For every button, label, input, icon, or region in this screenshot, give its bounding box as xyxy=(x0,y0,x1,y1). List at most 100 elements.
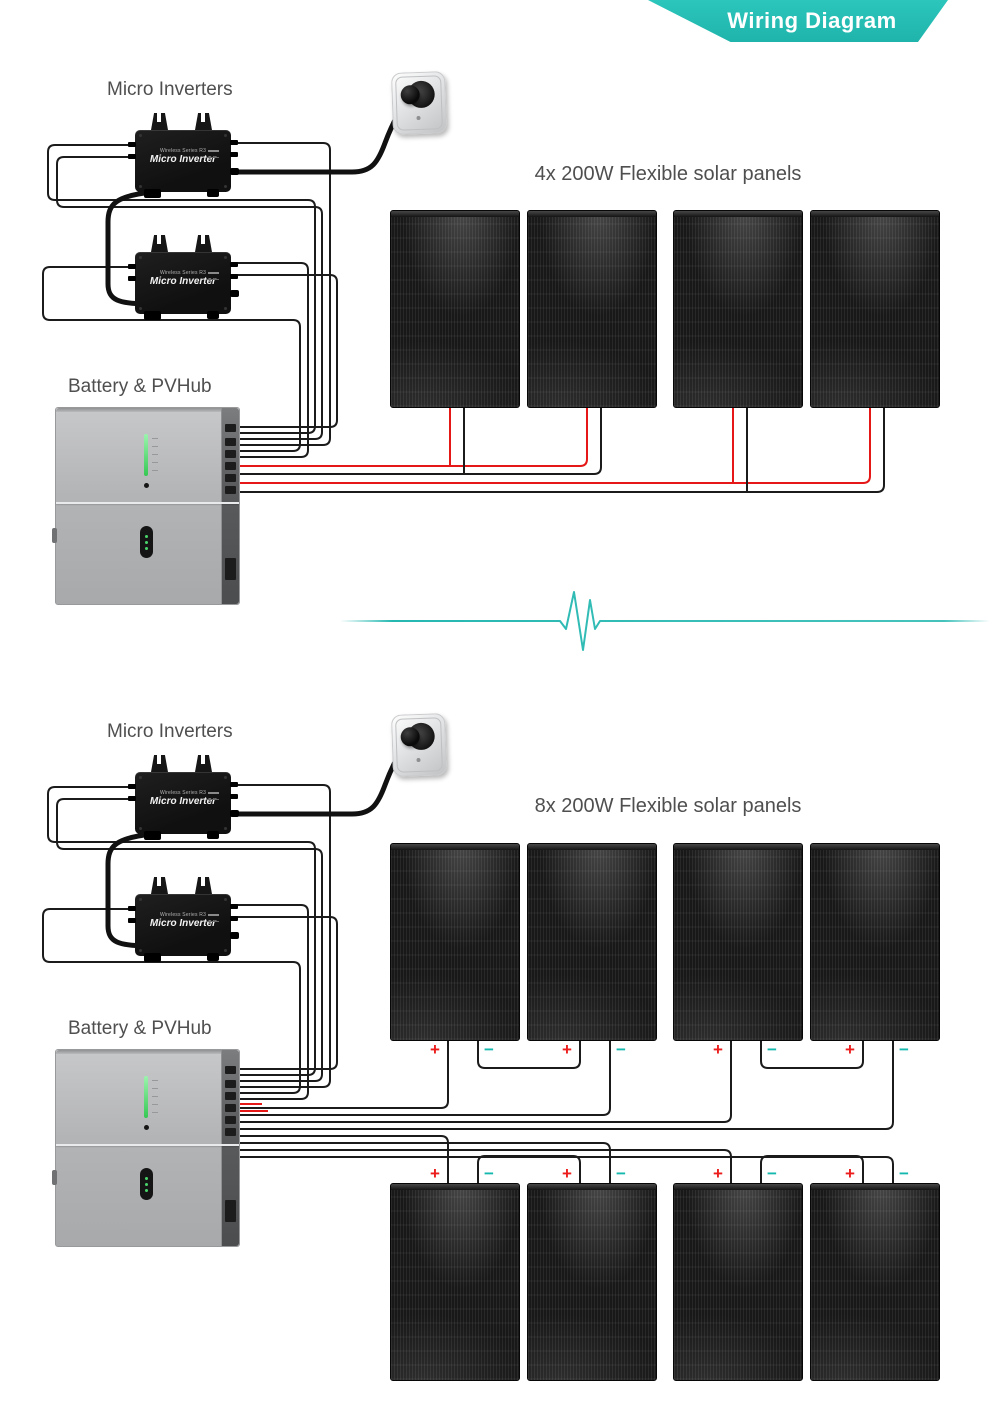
solar-panel xyxy=(527,210,657,408)
wall-outlet xyxy=(390,713,448,777)
ac-port-icon xyxy=(230,932,239,939)
status-pill-icon xyxy=(140,1168,153,1200)
ac-port-icon xyxy=(230,810,239,817)
dc-connector-icon xyxy=(128,796,136,801)
inverter-wire xyxy=(47,144,316,434)
series-jumper xyxy=(477,1041,581,1069)
inverter-label: Wireless Series R3 Micro Inverter xyxy=(149,912,217,929)
section2-micro-inverters-label: Micro Inverters xyxy=(107,721,233,742)
dc-connector-icon xyxy=(230,794,238,799)
battery-seam xyxy=(56,1144,239,1147)
solar-panel xyxy=(810,1183,940,1381)
micro-inverter-device: Wireless Series R3 Micro Inverter xyxy=(128,755,239,840)
dc-connector-icon xyxy=(230,916,238,921)
plus-terminal-label: + xyxy=(562,1040,572,1059)
pv-wire-red xyxy=(240,408,871,484)
pv-wire-black xyxy=(240,408,602,475)
plus-terminal-label: + xyxy=(430,1040,440,1059)
solar-panel xyxy=(390,210,520,408)
pv-wire-red xyxy=(240,408,588,467)
battery-led-indicator xyxy=(144,1076,148,1118)
connector-strip xyxy=(222,408,239,604)
mount-tab xyxy=(151,113,168,130)
dc-connector-icon xyxy=(128,906,136,911)
section1-micro-inverters-label: Micro Inverters xyxy=(107,79,233,100)
ac-trunk-port-icon xyxy=(207,831,219,839)
side-handle xyxy=(52,528,57,543)
ac-trunk-port-icon xyxy=(207,189,219,197)
dc-connector-icon xyxy=(128,264,136,269)
ac-port-icon xyxy=(230,168,239,175)
solar-panel xyxy=(810,843,940,1041)
power-button-icon xyxy=(144,483,149,488)
ac-trunk-port-icon xyxy=(144,189,161,198)
micro-inverter-device: Wireless Series R3 Micro Inverter xyxy=(128,235,239,320)
inverter-label: Wireless Series R3 Micro Inverter xyxy=(149,270,217,287)
inverter-label: Wireless Series R3 Micro Inverter xyxy=(149,148,217,165)
battery-led-indicator xyxy=(144,434,148,476)
solar-panel xyxy=(527,1183,657,1381)
series-jumper xyxy=(760,1155,864,1184)
plus-terminal-label: + xyxy=(713,1164,723,1183)
minus-terminal-label: − xyxy=(767,1040,777,1059)
dc-connector-icon xyxy=(230,140,238,145)
ac-trunk-port-icon xyxy=(207,311,219,319)
minus-terminal-label: − xyxy=(899,1040,909,1059)
pv-wire-black xyxy=(240,1041,894,1130)
mount-tab xyxy=(151,235,168,252)
dc-connector-icon xyxy=(128,918,136,923)
battery-lid xyxy=(56,1050,239,1054)
section1-battery-label: Battery & PVHub xyxy=(68,376,212,397)
dc-connector-icon xyxy=(230,262,238,267)
dc-connector-icon xyxy=(128,276,136,281)
dc-connector-icon xyxy=(128,784,136,789)
solar-panel xyxy=(673,843,803,1041)
minus-terminal-label: − xyxy=(767,1164,777,1183)
ac-trunk-port-icon xyxy=(144,831,161,840)
brand-logo-icon xyxy=(208,792,219,800)
pv-wire-black xyxy=(240,408,885,493)
mount-tab xyxy=(151,877,168,894)
status-pill-icon xyxy=(140,526,153,558)
solar-panel xyxy=(810,210,940,408)
pv-wire-black xyxy=(240,1041,611,1116)
mount-tab xyxy=(151,755,168,772)
inverter-wire xyxy=(231,784,331,1088)
ac-plug-cable xyxy=(231,94,412,175)
inverter-wire xyxy=(231,262,309,458)
battery-pvhub-device xyxy=(52,1049,240,1247)
inverter-wire xyxy=(56,156,323,440)
series-jumper xyxy=(477,1155,581,1184)
series-jumper xyxy=(760,1041,864,1069)
ac-plug-cable xyxy=(231,736,412,817)
heartbeat-line-icon xyxy=(340,591,990,651)
minus-terminal-label: − xyxy=(616,1040,626,1059)
inverter-wire xyxy=(56,798,323,1082)
plus-terminal-label: + xyxy=(713,1040,723,1059)
battery-seam xyxy=(56,502,239,505)
inverter-wire xyxy=(231,916,338,1070)
pv-wire-black xyxy=(240,1041,732,1123)
dc-connector-icon xyxy=(230,152,238,157)
minus-terminal-label: − xyxy=(484,1164,494,1183)
ac-trunk-port-icon xyxy=(207,953,219,961)
ac-trunk-cable xyxy=(105,831,153,949)
solar-panel xyxy=(673,210,803,408)
micro-inverter-device: Wireless Series R3 Micro Inverter xyxy=(128,113,239,198)
connector-strip xyxy=(222,1050,239,1246)
banner-title: Wiring Diagram xyxy=(727,8,897,33)
power-button-icon xyxy=(144,1125,149,1130)
wall-outlet xyxy=(390,71,448,135)
plus-terminal-label: + xyxy=(845,1040,855,1059)
brand-logo-icon xyxy=(208,914,219,922)
plus-terminal-label: + xyxy=(430,1164,440,1183)
inverter-wire xyxy=(47,786,316,1076)
dc-connector-icon xyxy=(230,782,238,787)
mount-tab xyxy=(195,755,212,772)
section2-battery-label: Battery & PVHub xyxy=(68,1018,212,1039)
dc-connector-icon xyxy=(128,142,136,147)
minus-terminal-label: − xyxy=(899,1164,909,1183)
battery-pvhub-device xyxy=(52,407,240,605)
